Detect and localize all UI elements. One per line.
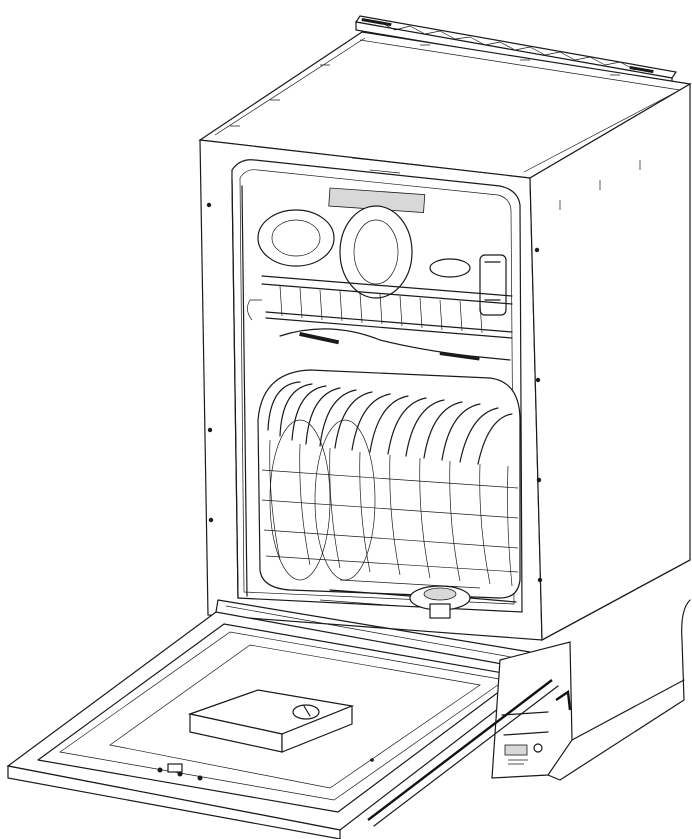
- lower-spray-arm: [319, 579, 517, 619]
- top-basket: [247, 275, 513, 361]
- plate-rack-tines: [261, 381, 519, 587]
- detergent-dispenser: [187, 689, 355, 753]
- side-rail: [367, 679, 572, 827]
- cabinet-side-outline: [541, 559, 691, 781]
- kickplate: [491, 641, 573, 779]
- upper-spray-arm: [257, 205, 507, 316]
